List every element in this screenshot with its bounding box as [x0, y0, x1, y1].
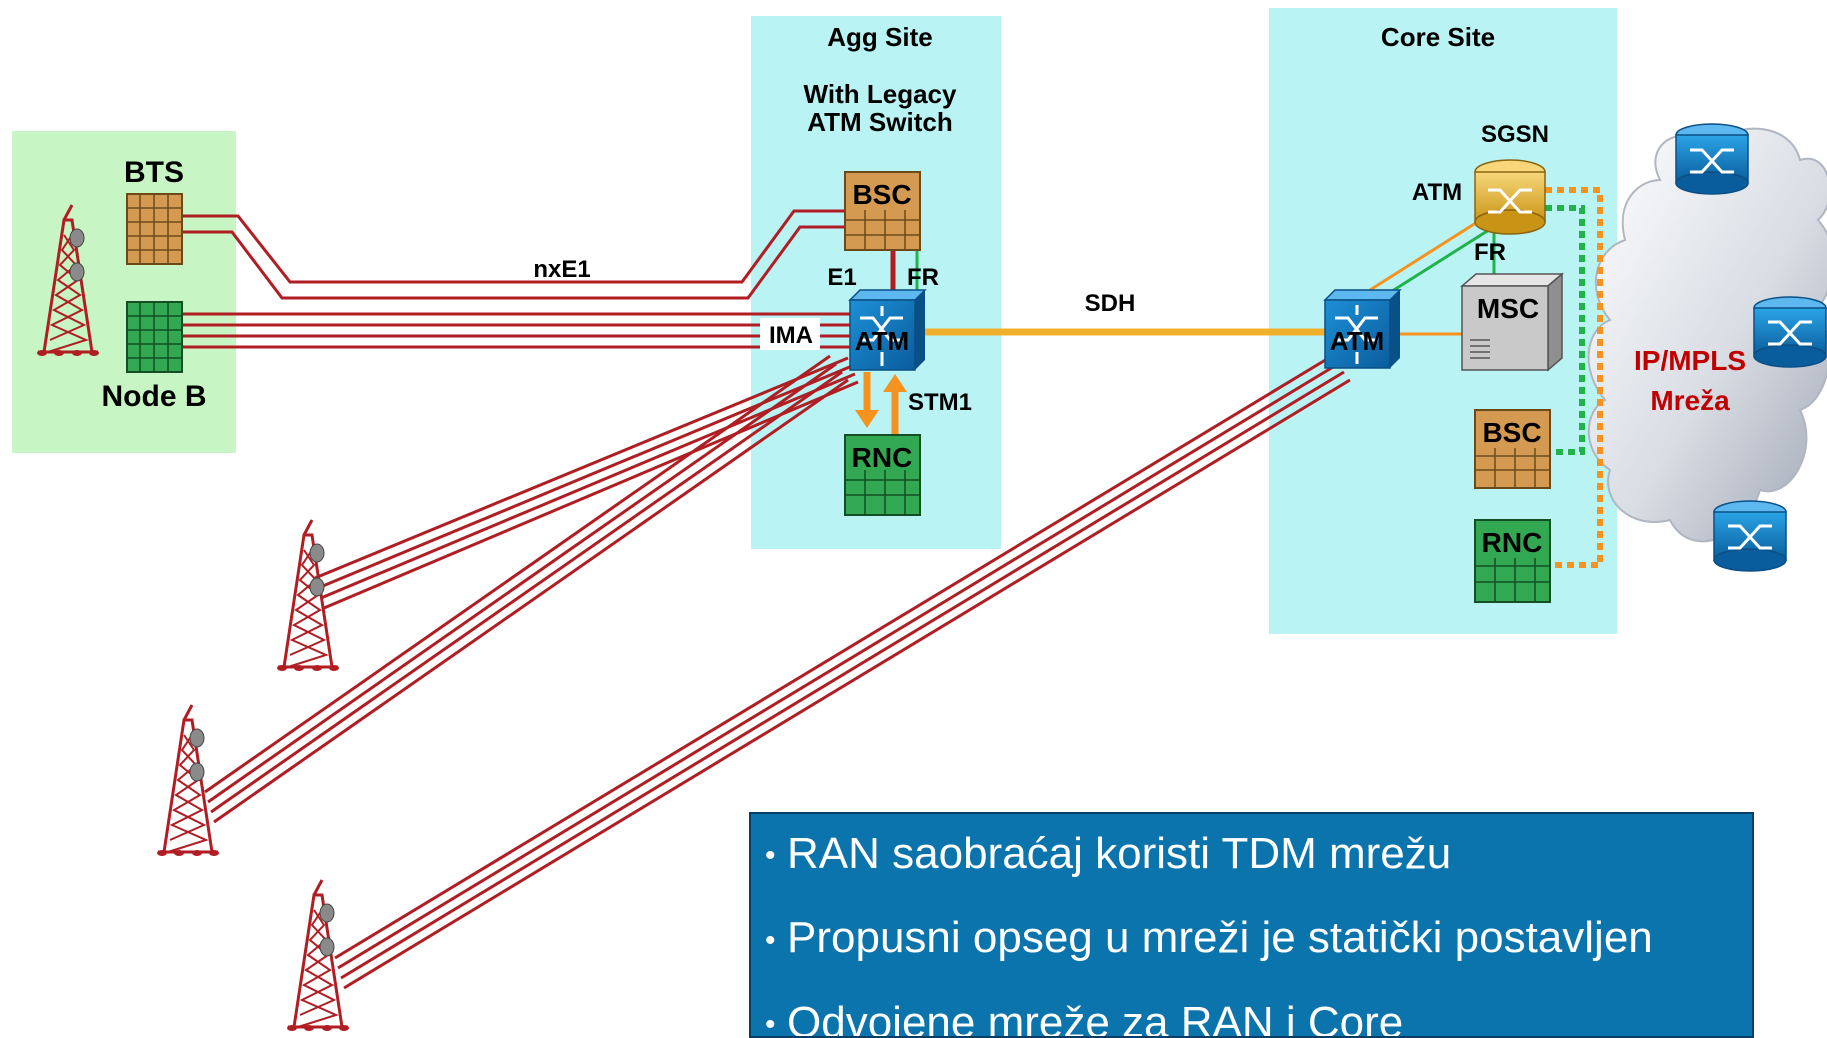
nodeb-atm-links: [182, 312, 850, 349]
core-site-title: Core Site: [1381, 22, 1495, 52]
bts-cabinet-icon: [126, 193, 183, 265]
agg-site-subtitle-1: With Legacy: [804, 79, 957, 109]
bts-bsc-links: [182, 209, 896, 300]
bsc-core-label: BSC: [1482, 417, 1541, 448]
tower3-atm-links: [204, 354, 849, 824]
summary-item-text: Odvojene mreže za RAN i Core: [787, 997, 1404, 1038]
atm-agg-label: ATM: [855, 326, 909, 356]
atm-sgsn-link: [1369, 212, 1491, 292]
rnc-core-device: [1474, 519, 1551, 603]
sgsn-label: SGSN: [1481, 121, 1549, 148]
atm-core-side-label: ATM: [1412, 179, 1462, 206]
tower4-core-atm-links: [334, 354, 1351, 990]
sgsn-bsc-ip-link: [1545, 205, 1585, 455]
summary-item-text: Propusni opseg u mreži je statički posta…: [787, 913, 1653, 963]
stm1-arrows: [855, 372, 907, 440]
bullet-icon: •: [765, 923, 776, 957]
fr-core-label: FR: [1474, 239, 1506, 266]
summary-item-text: RAN saobraćaj koristi TDM mrežu: [787, 829, 1452, 878]
bsc-agg-label: BSC: [852, 179, 911, 210]
cloud-label-line1: IP/MPLS: [1634, 345, 1746, 376]
sgsn-router-icon: [1474, 159, 1546, 235]
agg-site-subtitle-2: ATM Switch: [807, 107, 952, 137]
rnc-core-label: RNC: [1482, 527, 1543, 558]
nodeb-label: Node B: [102, 380, 207, 413]
msc-server-icon: [1459, 272, 1565, 372]
bsc-agg-device: [844, 171, 921, 251]
atm-switch-icon: [848, 289, 927, 371]
agg-site-title: Agg Site: [827, 22, 932, 52]
atm-sgsn-fr-link: [1377, 226, 1493, 302]
sgsn-rnc-ip-link: [1545, 187, 1603, 568]
router-icon: [1753, 296, 1827, 368]
cell-site-area: [12, 131, 236, 453]
router-icon: [1713, 500, 1787, 572]
router-icon: [1675, 123, 1749, 195]
sdh-label: SDH: [1085, 290, 1136, 317]
nxe1-label: nxE1: [533, 256, 590, 283]
summary-item: • Propusni opseg u mreži je statički post…: [765, 916, 1752, 962]
summary-list: • RAN saobraćaj koristi TDM mrežu • Propus…: [751, 814, 1752, 1038]
stm1-label: STM1: [908, 389, 972, 416]
fr-agg-label: FR: [907, 264, 939, 291]
summary-item: • RAN saobraćaj koristi TDM mrežu: [765, 832, 1752, 878]
bullet-icon: •: [765, 839, 776, 873]
summary-item: • Odvojene mreže za RAN i Core: [765, 997, 1752, 1038]
cloud-label-line2: Mreža: [1650, 385, 1730, 416]
bullet-icon: •: [765, 1008, 776, 1038]
ima-label: IMA: [769, 322, 813, 349]
e1-label: E1: [827, 264, 856, 291]
rnc-agg-label: RNC: [852, 442, 913, 473]
atm-switch-icon: [1323, 289, 1402, 369]
atm-core-label: ATM: [1330, 326, 1384, 356]
cell-tower-icon: [155, 703, 221, 858]
msc-label: MSC: [1477, 293, 1539, 324]
bts-label: BTS: [124, 156, 184, 189]
core-site-area: [1269, 8, 1617, 634]
ima-label-bg: [760, 318, 820, 350]
summary-box: • RAN saobraćaj koristi TDM mrežu • Propus…: [749, 812, 1754, 1038]
cloud-icon: [1587, 127, 1827, 543]
bsc-core-device: [1474, 409, 1551, 489]
rnc-agg-device: [844, 434, 921, 516]
nodeb-cabinet-icon: [126, 301, 183, 373]
